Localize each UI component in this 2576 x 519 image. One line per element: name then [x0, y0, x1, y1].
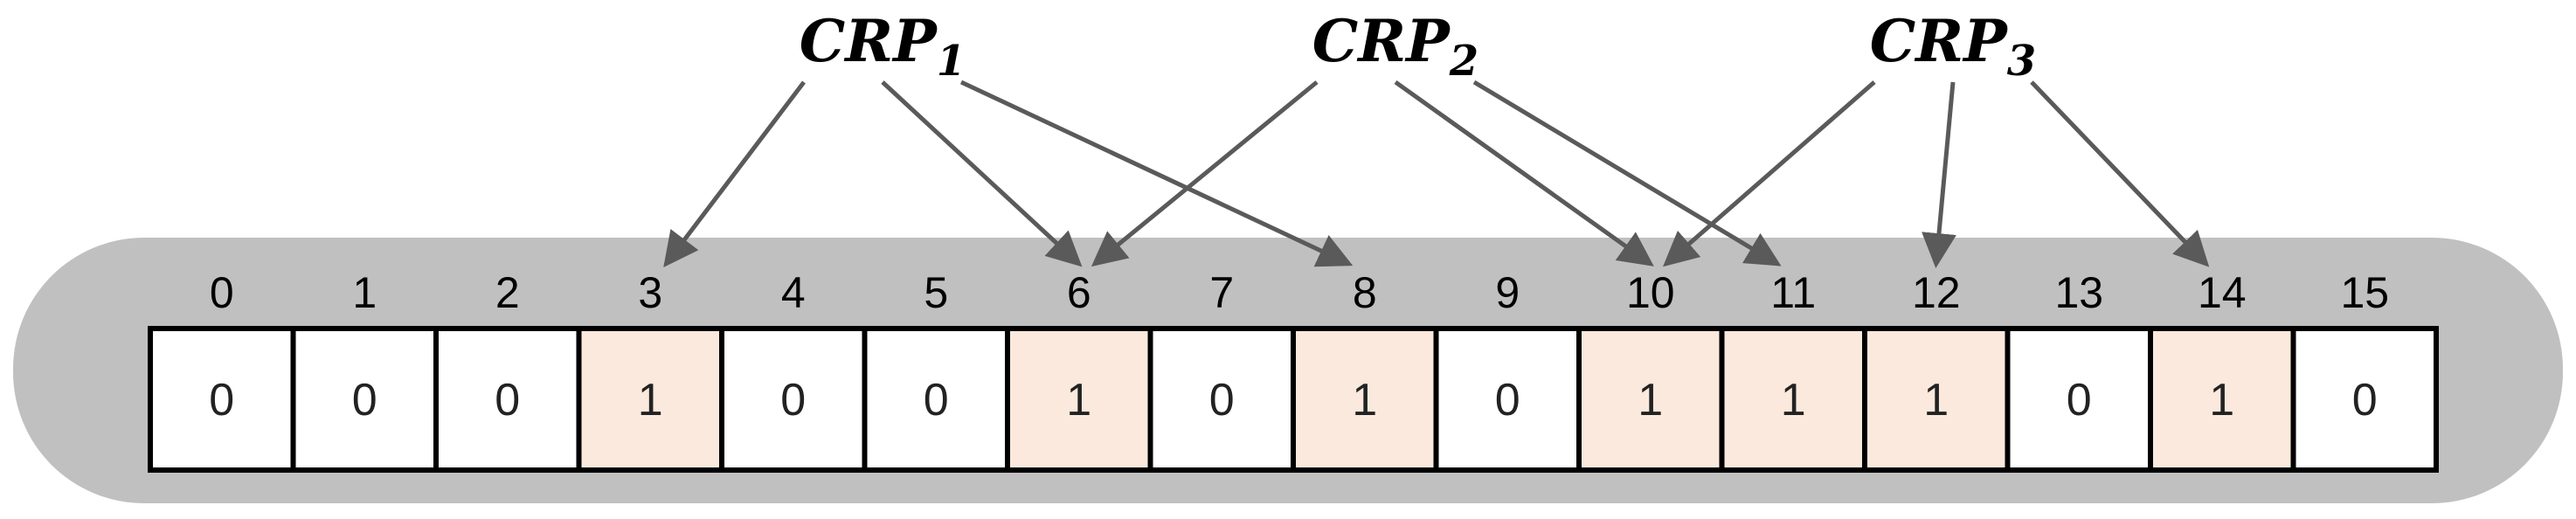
bit-cell: [2290, 326, 2439, 473]
crp-label-subscript: 2: [1449, 37, 1478, 86]
bit-value: 1: [1638, 375, 1663, 426]
index-label: 11: [1770, 268, 1816, 317]
bit-value: 1: [2209, 375, 2234, 426]
bit-cell: [148, 326, 296, 473]
index-label: 2: [495, 268, 520, 317]
crp-arrow: [881, 80, 1083, 267]
bit-value: 1: [638, 375, 663, 426]
bit-value: 0: [2352, 375, 2378, 426]
bit-value: 0: [924, 375, 949, 426]
index-label: 5: [924, 268, 948, 317]
crp-label-base: CRP: [1312, 7, 1451, 75]
index-label: 4: [781, 268, 806, 317]
index-label: 6: [1067, 268, 1091, 317]
crp-label: CRP1: [800, 7, 966, 86]
index-label: 12: [1912, 268, 1961, 317]
crp-arrow: [1662, 80, 1876, 267]
bit-cell: [1005, 326, 1153, 473]
crp-arrow: [1922, 81, 1956, 268]
index-label: 8: [1353, 268, 1377, 317]
index-label: 15: [2340, 268, 2389, 317]
arrows-layer: [663, 80, 2210, 268]
crp-arrow: [1472, 80, 1782, 266]
crp-label-subscript: 3: [2007, 37, 2036, 86]
crp-label-base: CRP: [800, 7, 938, 75]
index-label: 10: [1626, 268, 1675, 317]
crp-label: CRP3: [1870, 7, 2036, 86]
bit-cell: [1433, 326, 1582, 473]
bit-cell: [1576, 326, 1725, 473]
bit-value: 0: [495, 375, 520, 426]
index-label: 9: [1495, 268, 1520, 317]
bit-value: 0: [209, 375, 234, 426]
index-label: 14: [2198, 268, 2247, 317]
bit-cell: [2005, 326, 2153, 473]
bit-cell: [1862, 326, 2011, 473]
bit-cell: [290, 326, 439, 473]
index-label: 13: [2054, 268, 2103, 317]
crp-arrow: [1091, 80, 1319, 267]
bit-value: 0: [2067, 375, 2092, 426]
bit-value: 0: [1209, 375, 1235, 426]
crp-label-base: CRP: [1870, 7, 2009, 75]
crp-label: CRP2: [1312, 7, 1478, 86]
bit-cell: [1147, 326, 1296, 473]
bit-value: 1: [1923, 375, 1949, 426]
bit-cells: 0 0 0 1 0 0 1 0 1 0 1 1 1 0 1 0: [148, 326, 2439, 473]
index-label: 1: [352, 268, 377, 317]
crp-arrow: [663, 80, 806, 267]
bit-value: 0: [780, 375, 806, 426]
index-label: 0: [210, 268, 234, 317]
bit-value: 0: [352, 375, 377, 426]
bit-value: 1: [1781, 375, 1806, 426]
crp-arrow: [959, 80, 1354, 267]
bit-value: 0: [1495, 375, 1520, 426]
index-label: 7: [1209, 268, 1234, 317]
bit-value: 1: [1352, 375, 1377, 426]
crp-label-subscript: 1: [937, 37, 966, 86]
bit-value: 1: [1066, 375, 1091, 426]
index-label: 3: [638, 268, 662, 317]
crp-arrow: [1394, 80, 1654, 266]
crp-arrow: [2030, 80, 2210, 267]
